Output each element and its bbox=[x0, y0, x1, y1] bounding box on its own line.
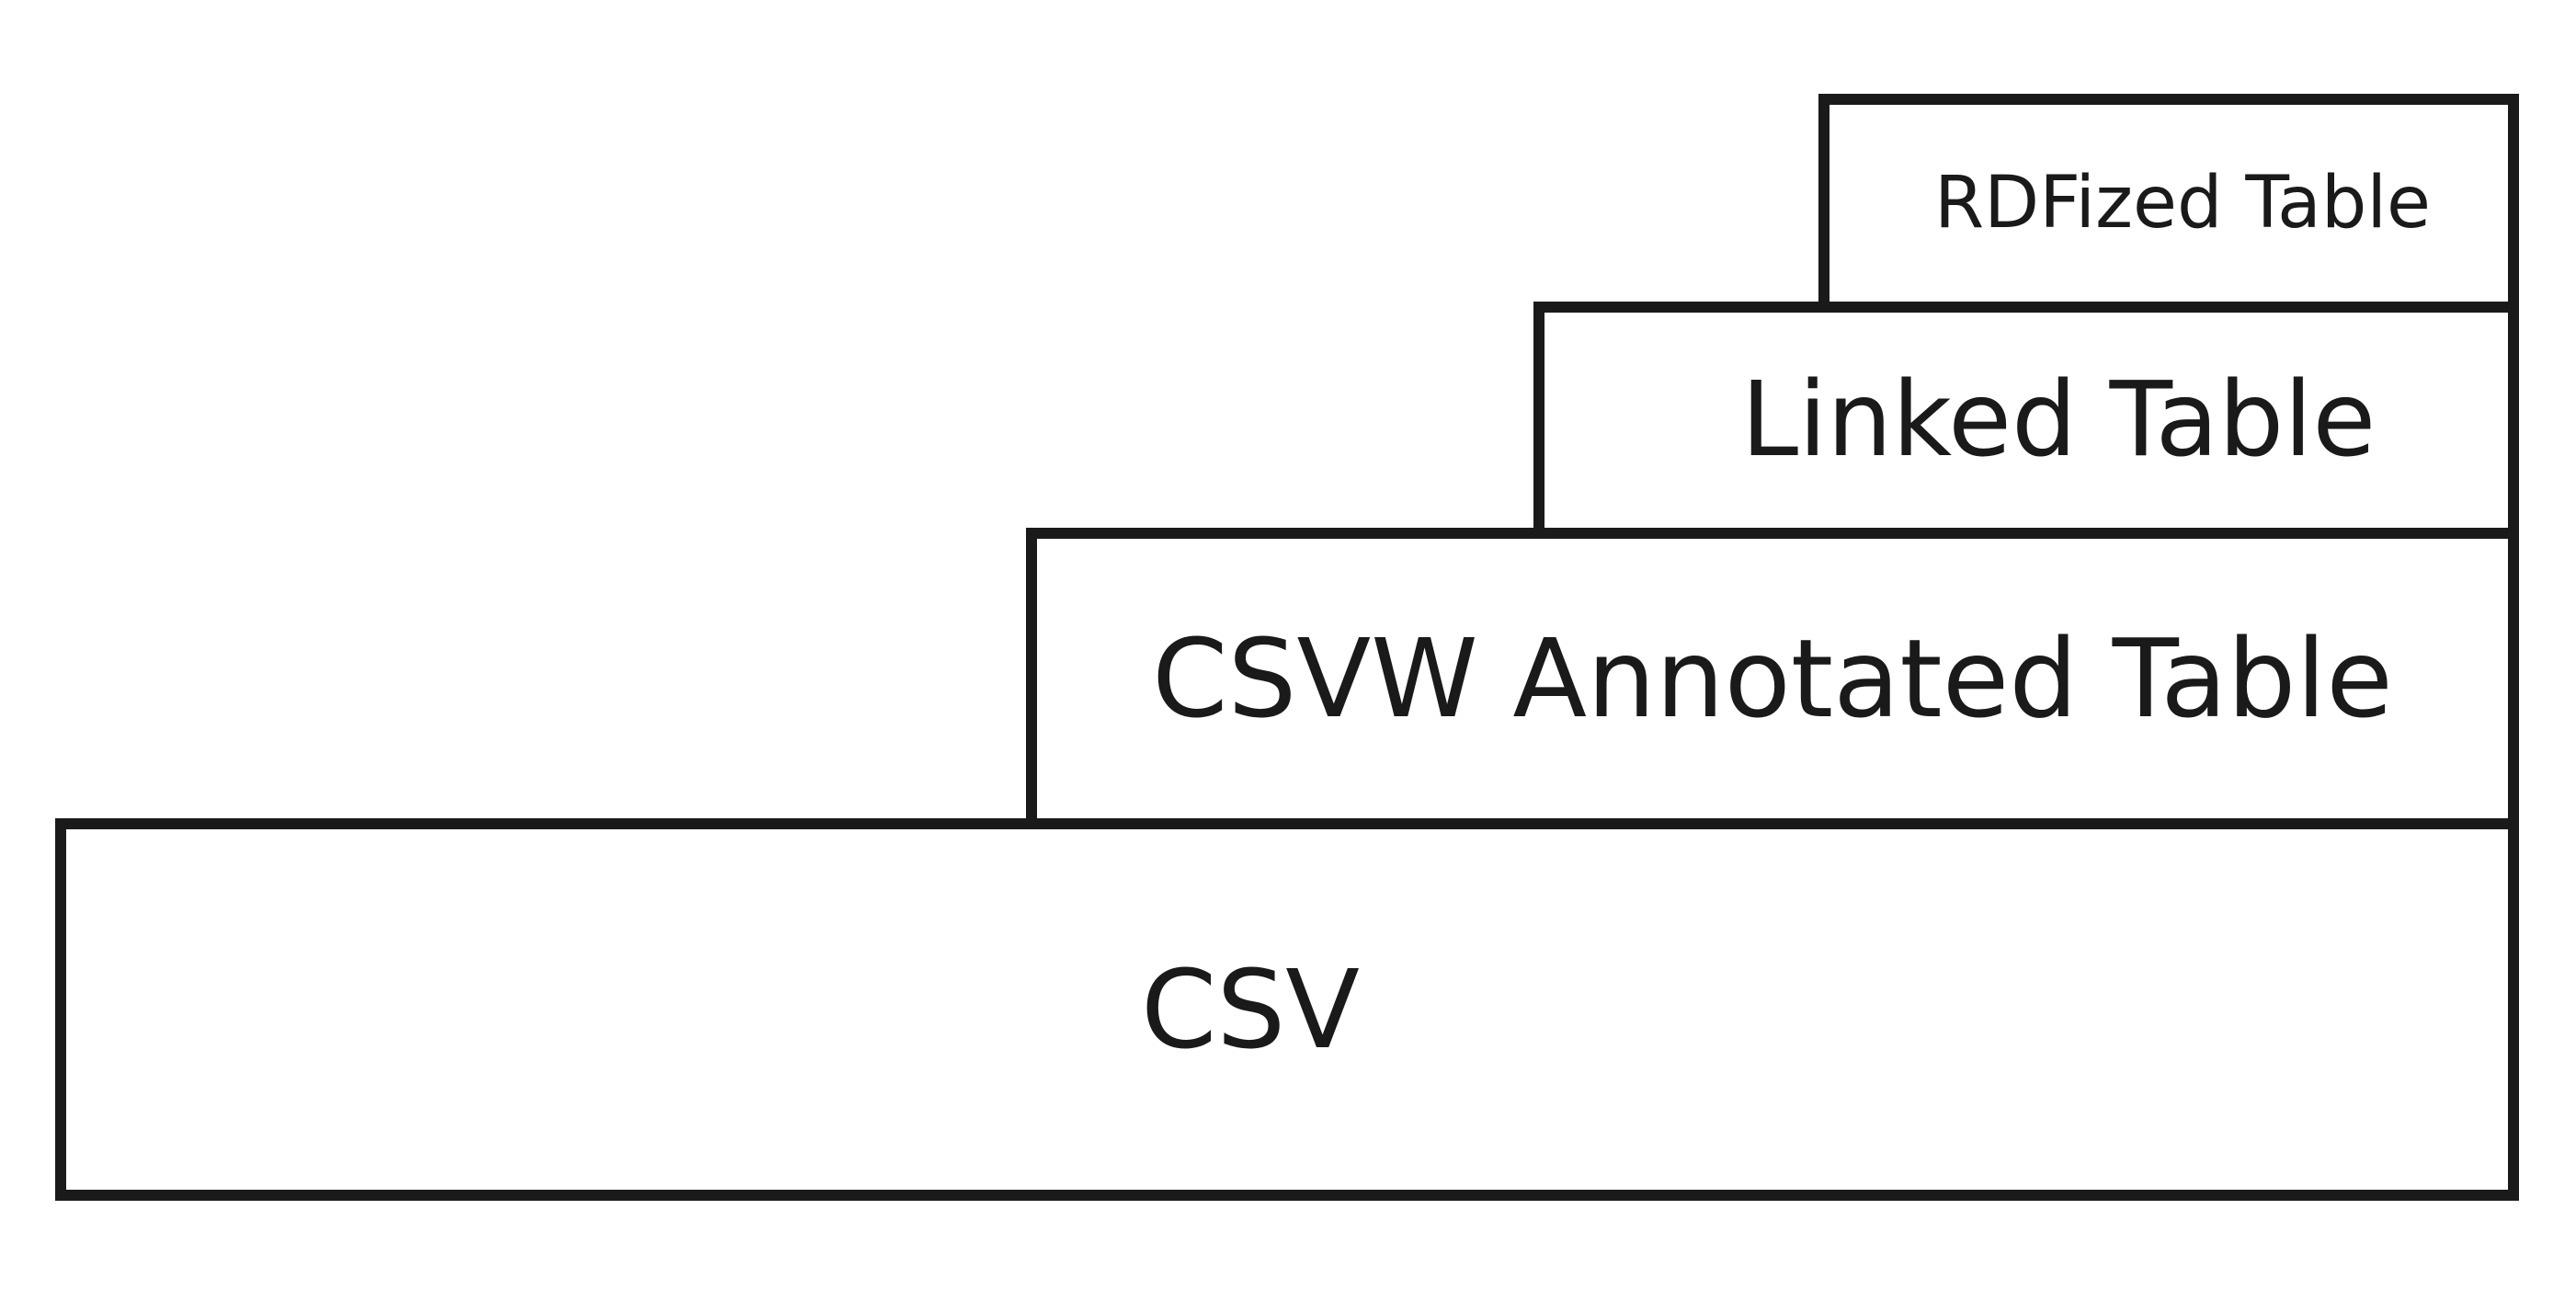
layer-rdfized-table-box: RDFized Table bbox=[1818, 94, 2519, 313]
layer-csvw-annotated-table-box: CSVW Annotated Table bbox=[1026, 528, 2519, 829]
layer-csv-box: CSV bbox=[55, 818, 2519, 1201]
layer-label-csv: CSV bbox=[1140, 946, 1361, 1073]
layer-label-rdfized-table: RDFized Table bbox=[1933, 162, 2432, 245]
layer-label-csvw-annotated-table: CSVW Annotated Table bbox=[1152, 615, 2393, 742]
layer-label-linked-table: Linked Table bbox=[1740, 360, 2377, 480]
layer-linked-table-box: Linked Table bbox=[1533, 302, 2519, 539]
